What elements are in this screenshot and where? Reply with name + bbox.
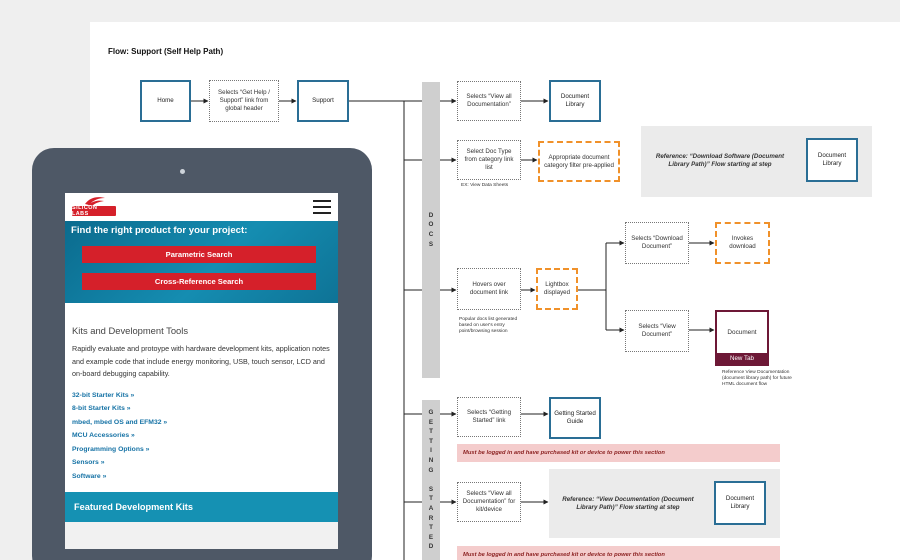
invokes-download-node: Invokes download (715, 222, 770, 264)
gs-letter: G (428, 409, 434, 417)
site-header: SILICON LABS (65, 193, 338, 221)
gs-letter: T (429, 495, 433, 503)
logo-text: SILICON LABS (72, 205, 116, 217)
gs-letter: S (428, 485, 434, 493)
getting-started-guide-node: Getting Started Guide (549, 397, 601, 439)
hovers-doc-link-node: Hovers over document link (457, 268, 521, 310)
gs-letter: E (428, 533, 434, 541)
login-warning-1: Must be logged in and have purchased kit… (457, 444, 780, 462)
home-node: Home (140, 80, 191, 122)
link-32bit-starter-kits[interactable]: 32-bit Starter Kits » (72, 392, 135, 399)
gs-letter: D (428, 543, 434, 551)
silicon-labs-logo[interactable]: SILICON LABS (72, 195, 116, 219)
selects-get-help-node: Selects “Get Help / Support” link from g… (209, 80, 279, 122)
reference-view-note: Reference View Documentation (document l… (722, 370, 792, 387)
support-node: Support (297, 80, 349, 122)
docs-letter: D (428, 211, 434, 219)
selects-download-node: Selects “Download Document” (625, 222, 689, 264)
mobile-site-screen: SILICON LABS Find the right product for … (65, 193, 338, 549)
kits-heading: Kits and Development Tools (72, 325, 189, 336)
docs-letter: O (428, 221, 434, 229)
hero-title: Find the right product for your project: (71, 225, 248, 236)
selects-view-doc-node: Selects “View Document” (625, 310, 689, 352)
gs-letter: N (428, 457, 434, 465)
gs-letter: G (428, 466, 434, 474)
link-mbed-efm32[interactable]: mbed, mbed OS and EFM32 » (72, 419, 168, 426)
login-warning-2: Must be logged in and have purchased kit… (457, 546, 780, 560)
featured-kits-banner: Featured Development Kits (65, 492, 338, 522)
hamburger-menu-icon[interactable] (313, 200, 331, 214)
selects-getting-started-node: Selects “Getting Started” link (457, 397, 521, 437)
link-8bit-starter-kits[interactable]: 8-bit Starter Kits » (72, 405, 131, 412)
gs-letter: T (429, 428, 433, 436)
cross-reference-search-button[interactable]: Cross-Reference Search (82, 273, 316, 290)
parametric-search-button[interactable]: Parametric Search (82, 246, 316, 263)
gs-letter: A (428, 504, 434, 512)
link-programming-options[interactable]: Programming Options » (72, 446, 150, 453)
gs-letter (430, 475, 432, 485)
popular-docs-note: Popular docs list generated based on use… (459, 317, 518, 334)
gs-letter: E (428, 418, 434, 426)
gs-letter: T (429, 524, 433, 532)
hero-banner: Find the right product for your project:… (65, 221, 338, 303)
flow-title: Flow: Support (Self Help Path) (108, 47, 224, 56)
ex-view-note: EX: View Data Sheets (461, 183, 509, 188)
reference-download-software: Reference: “Download Software (Document … (655, 153, 785, 169)
selects-view-all-docs-node: Selects “View all Documentation” (457, 81, 521, 121)
link-sensors[interactable]: Sensors » (72, 459, 105, 466)
new-tab-label: New Tab (717, 353, 767, 364)
link-mcu-accessories[interactable]: MCU Accessories » (72, 432, 135, 439)
kits-description: Rapidly evaluate and protoype with hardw… (72, 344, 330, 378)
getting-started-section-bar: G E T T I N G S T A R T E D (422, 400, 440, 560)
reference-view-documentation: Reference: “View Documentation (Document… (562, 496, 694, 512)
featured-kits-content (65, 522, 338, 549)
gs-letter: T (429, 437, 433, 445)
lightbox-node: Lightbox displayed (536, 268, 578, 310)
document-library-kit-node: Document Library (714, 481, 766, 525)
document-new-tab-node: Document New Tab (715, 310, 769, 366)
category-filter-node: Appropriate document category filter pre… (538, 141, 620, 182)
select-doc-type-node: Select Doc Type from category link list (457, 140, 521, 180)
camera-dot (180, 169, 185, 174)
selects-view-all-kit-node: Selects “View all Documentation” for kit… (457, 482, 521, 522)
document-library-reference-node: Document Library (806, 138, 858, 182)
logo-swoosh-icon (85, 197, 105, 206)
docs-letter: C (428, 231, 434, 238)
link-software[interactable]: Software » (72, 473, 107, 480)
docs-letter: S (428, 240, 434, 248)
gs-letter: R (428, 514, 434, 522)
document-library-node: Document Library (549, 80, 601, 122)
docs-section-bar: D O C S (422, 82, 440, 378)
gs-letter: I (430, 447, 432, 455)
document-label: Document (727, 328, 757, 336)
